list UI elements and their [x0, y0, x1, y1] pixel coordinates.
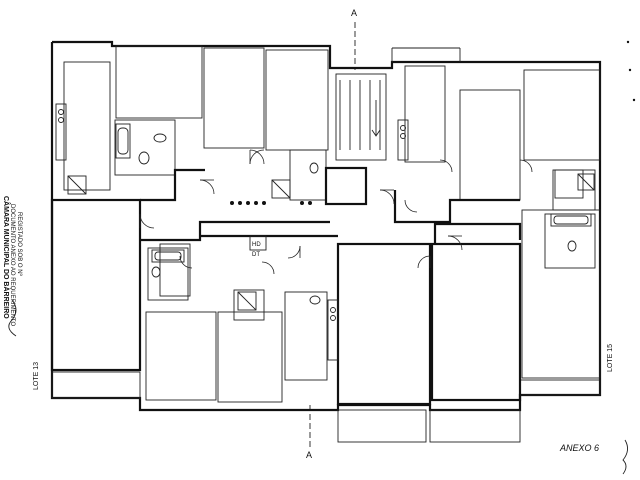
sanitary-fixtures [67, 123, 595, 311]
kitchen-counters [55, 103, 409, 361]
section-mark-top: A [351, 8, 357, 18]
column-dots [230, 201, 312, 205]
building-outline [50, 40, 602, 412]
lot-label-right: LOTE 15 [607, 344, 614, 372]
corner-signature [622, 439, 628, 475]
signature-mark [8, 299, 17, 337]
stamp-line-2: DOCUMENTO ANEXO AO REQUERIMENTO [9, 204, 15, 326]
municipal-stamp: CÂMARA MUNICIPAL DO BARREIRO DOCUMENTO A… [2, 196, 23, 337]
upper-rooms [50, 45, 601, 372]
stamp-line-1: CÂMARA MUNICIPAL DO BARREIRO [2, 196, 11, 319]
section-mark-bottom: A [306, 450, 312, 460]
section-line-bottom: A [306, 405, 312, 460]
annex-label: ANEXO 6 [559, 443, 599, 453]
room-tag-dt: DT [252, 252, 260, 258]
door-swings [139, 149, 533, 275]
tag-box [249, 235, 267, 251]
stamp-line-3: REGISTADO SOB O Nº [16, 212, 23, 277]
corner-ticks [626, 40, 636, 102]
lower-rooms [145, 169, 601, 406]
room-tag-hd: HD [252, 242, 261, 248]
section-line-top: A [351, 8, 357, 70]
corridor-walls [140, 168, 522, 244]
lot-label-left: LOTE 13 [33, 362, 40, 390]
balconies [51, 371, 601, 443]
